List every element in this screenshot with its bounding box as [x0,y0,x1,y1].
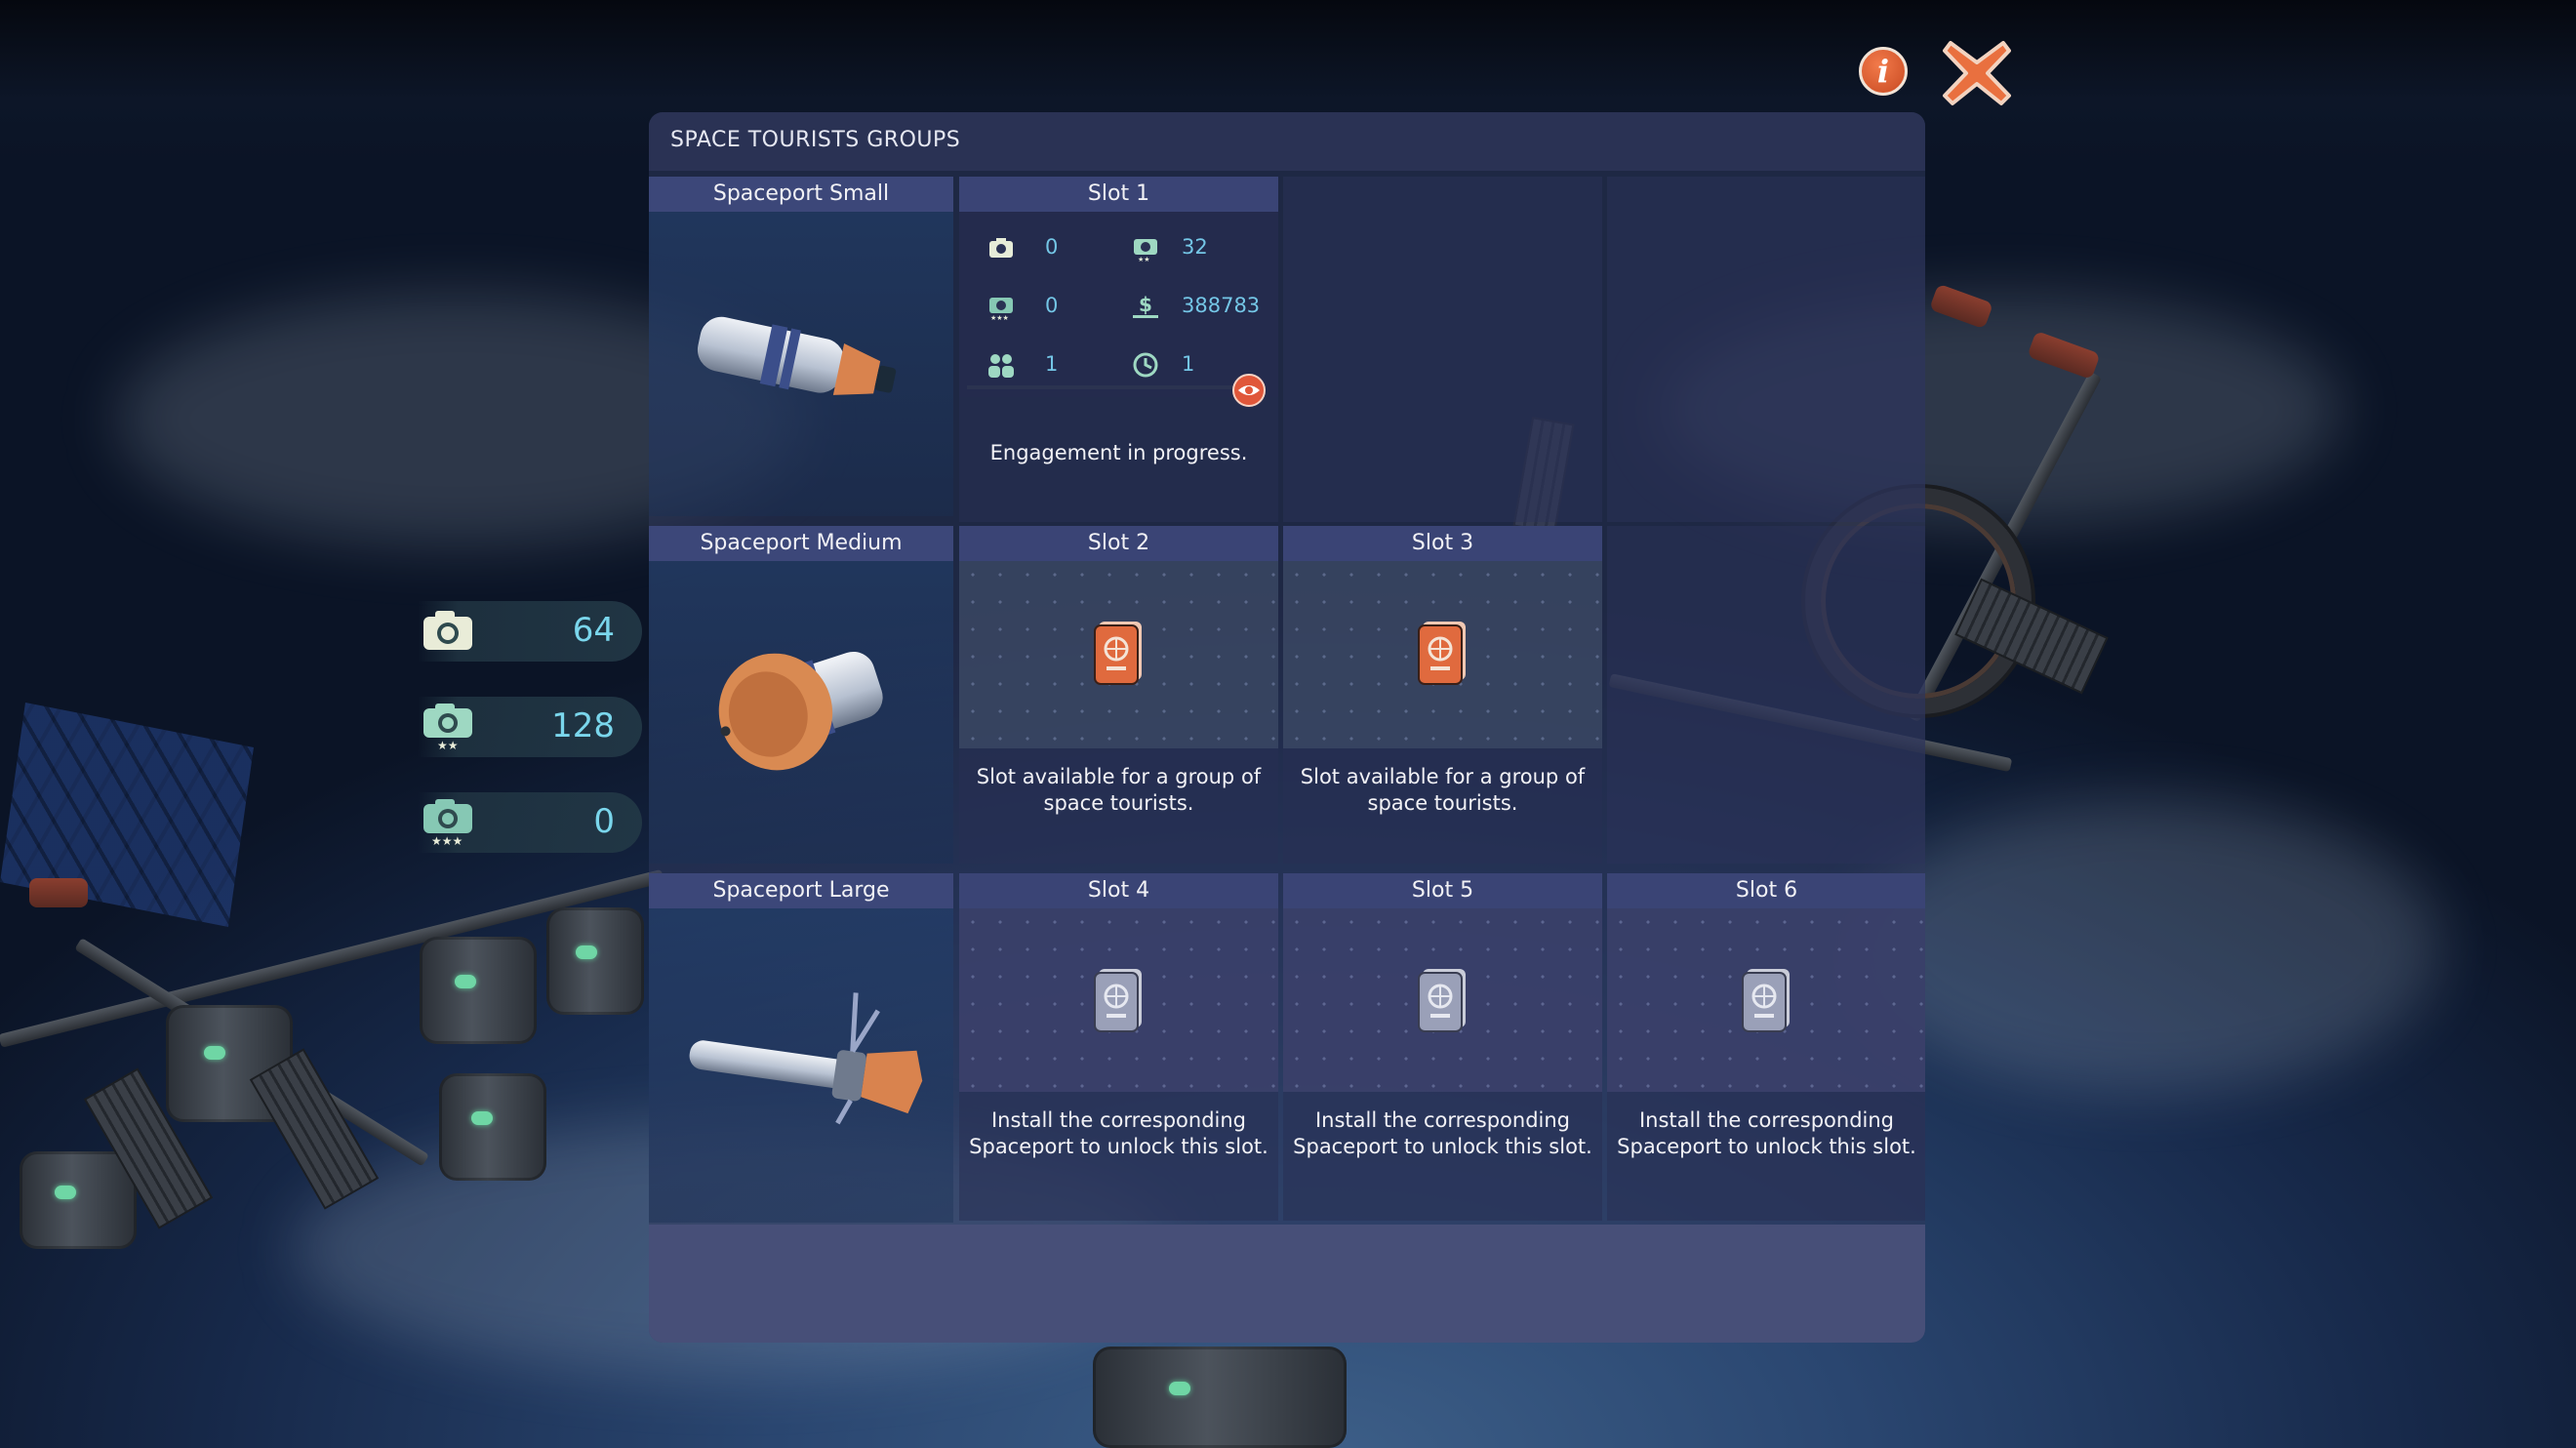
slot-3-title: Slot 3 [1283,526,1602,561]
spaceport-medium-model [718,651,883,771]
empty-slot-area [1607,526,1925,864]
camera-count: 64 [572,611,615,650]
station-module [546,907,644,1015]
spaceport-small-preview [649,212,953,516]
camera-three-star-icon: ★★★ [423,799,472,847]
camera-two-star-count: 128 [551,706,615,745]
money-icon: $ [1133,293,1158,318]
slot-4[interactable]: Slot 4 Install the corresponding Spacepo… [959,873,1278,1221]
slot-2-preview [959,561,1278,748]
spaceport-large-model [689,992,923,1125]
spaceport-medium-label: Spaceport Medium [649,526,953,561]
close-icon [1943,41,2011,105]
slot-1-status: Engagement in progress. [989,441,1248,464]
slot-6[interactable]: Slot 6 Install the corresponding Spacepo… [1607,873,1925,1221]
panel-footer [649,1225,1925,1343]
info-icon: i [1876,53,1890,90]
slot-2-title: Slot 2 [959,526,1278,561]
camera-icon [423,611,472,650]
spaceport-large-label: Spaceport Large [649,873,953,908]
slot-1-photos-top: 0 [1045,294,1059,317]
slot-5[interactable]: Slot 5 Install the corresponding Spacepo… [1283,873,1602,1221]
passport-icon [1094,622,1142,685]
slot-5-preview [1283,908,1602,1092]
camera-top-icon: ★★★ [989,298,1013,321]
camera-counter: 64 [418,601,642,662]
svg-text:★★: ★★ [1138,256,1150,262]
empty-slot-area [1283,177,1602,522]
locked-passport-icon [1094,969,1142,1032]
panel-title: SPACE TOURISTS GROUPS [649,112,1925,171]
slot-1-money: 388783 [1182,294,1261,317]
spaceport-large-preview [649,908,953,1223]
slot-1-stats: 0 ★★ 32 ★★★ 0 $ 388783 1 [959,212,1278,407]
spaceport-small-model [697,316,897,395]
slot-2[interactable]: Slot 2 Slot available for a group of spa… [959,526,1278,864]
camera-two-star-icon: ★★ [423,704,472,751]
slot-6-description: Install the corresponding Spaceport to u… [1617,1108,1916,1158]
svg-text:★★★: ★★★ [990,314,1009,321]
locked-passport-icon [1418,969,1466,1032]
solar-panel [249,1048,380,1210]
space-tourists-panel: SPACE TOURISTS GROUPS Spaceport Small Sl… [649,112,1925,1343]
camera-three-star-count: 0 [593,802,615,841]
tourists-icon [988,354,1014,378]
empty-slot-area [1607,177,1925,522]
station-module [1093,1347,1347,1448]
view-group-button[interactable] [1232,374,1266,407]
slot-1-title: Slot 1 [959,177,1278,212]
slot-1[interactable]: Slot 1 0 ★★ 32 ★★★ 0 $ 388783 [959,177,1278,522]
slot-1-tourists: 1 [1045,352,1059,376]
station-node [29,878,88,907]
camera-rated-icon: ★★ [1134,239,1157,262]
camera-two-star-counter: ★★ 128 [418,697,642,757]
station-module [20,1151,137,1249]
spaceport-small-label: Spaceport Small [649,177,953,212]
svg-text:★★★: ★★★ [431,834,463,847]
close-button[interactable] [1937,33,2017,113]
slot-4-description: Install the corresponding Spaceport to u… [969,1108,1268,1158]
slot-6-preview [1607,908,1925,1092]
svg-text:★★: ★★ [437,739,459,751]
spaceport-medium-preview [649,561,953,864]
camera-icon [989,238,1013,258]
camera-three-star-counter: ★★★ 0 [418,792,642,853]
passport-icon [1418,622,1466,685]
slot-3-preview [1283,561,1602,748]
slot-4-title: Slot 4 [959,873,1278,908]
eye-icon [1238,385,1260,395]
slot-3[interactable]: Slot 3 Slot available for a group of spa… [1283,526,1602,864]
slot-1-photos: 0 [1045,235,1059,259]
slot-4-preview [959,908,1278,1092]
slot-5-title: Slot 5 [1283,873,1602,908]
slot-1-photos-rated: 32 [1182,235,1208,259]
excursion-icon [1133,352,1158,378]
station-module [420,937,537,1044]
cloud [1854,800,2439,1093]
slot-1-excursions: 1 [1182,352,1195,376]
slot-5-description: Install the corresponding Spaceport to u… [1293,1108,1592,1158]
station-module [439,1073,546,1181]
slot-3-description: Slot available for a group of space tour… [1300,765,1586,815]
slot-1-progress-bar [967,385,1260,389]
locked-passport-icon [1742,969,1790,1032]
svg-text:$: $ [1139,293,1152,316]
info-button[interactable]: i [1859,47,1908,96]
slot-6-title: Slot 6 [1607,873,1925,908]
slot-2-description: Slot available for a group of space tour… [976,765,1262,815]
